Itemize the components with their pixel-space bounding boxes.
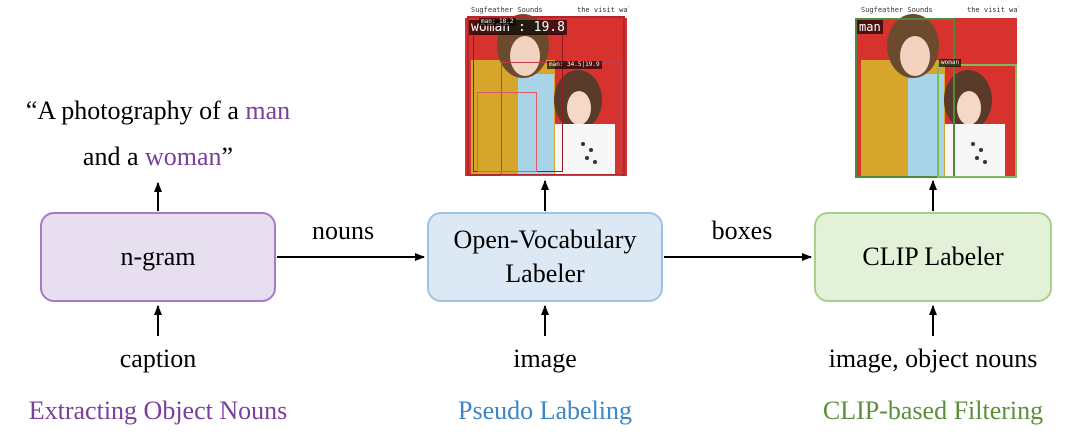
caption-noun-woman: woman <box>145 142 222 171</box>
section-title-clip-filtering: CLIP-based Filtering <box>822 396 1044 425</box>
open-vocabulary-labeler-box: Open-Vocabulary Labeler <box>427 212 663 302</box>
pseudo-box-label-man-2: man: 34.5|19.9 <box>547 61 602 69</box>
ovl-label-line2: Labeler <box>505 259 585 288</box>
clip-filtered-image: Sugfeather Sounds the visit waltz man wo… <box>853 4 1019 178</box>
clip-label: CLIP Labeler <box>862 242 1004 271</box>
pseudo-label-image: Sugfeather Sounds the visit waltz woman … <box>463 4 629 178</box>
clip-box-label-woman: woman <box>939 59 962 67</box>
caption-quote-close: ” <box>221 142 234 171</box>
caption-quote-prefix2: and a <box>82 142 145 171</box>
edge-label-boxes: boxes <box>711 216 773 245</box>
ngram-label: n-gram <box>120 242 196 271</box>
edge-label-nouns: nouns <box>311 216 375 245</box>
section-title-pseudo-labeling: Pseudo Labeling <box>457 396 633 425</box>
clip-box-label-man: man <box>857 20 883 34</box>
pseudo-image-header-right: the visit waltz <box>577 6 629 14</box>
pseudo-box-label-man-1: man: 18.2 <box>479 18 516 26</box>
section-title-extracting: Extracting Object Nouns <box>28 396 288 425</box>
caption-quote-line2: and a woman” <box>83 142 233 172</box>
clip-bbox-woman <box>937 64 1017 178</box>
input-image: image <box>513 344 577 373</box>
ovl-label-line1: Open-Vocabulary <box>453 225 637 254</box>
input-caption: caption <box>119 344 197 373</box>
input-image-object-nouns: image, object nouns <box>828 344 1038 373</box>
clip-bbox-man <box>855 18 955 178</box>
caption-quote-line1: “A photography of a man <box>26 96 290 126</box>
caption-quote-prefix: “A photography of a <box>25 96 246 125</box>
caption-noun-man: man <box>245 96 291 125</box>
clip-image-header-right: the visit waltz <box>967 6 1019 14</box>
clip-labeler-box: CLIP Labeler <box>814 212 1052 302</box>
illustration-man-woman-clip <box>853 4 1019 178</box>
ngram-box: n-gram <box>40 212 276 302</box>
pseudo-image-header-left: Sugfeather Sounds <box>471 6 543 14</box>
clip-image-header-left: Sugfeather Sounds <box>861 6 933 14</box>
pseudo-bbox-man-3 <box>477 92 537 172</box>
illustration-man-woman <box>463 4 629 178</box>
